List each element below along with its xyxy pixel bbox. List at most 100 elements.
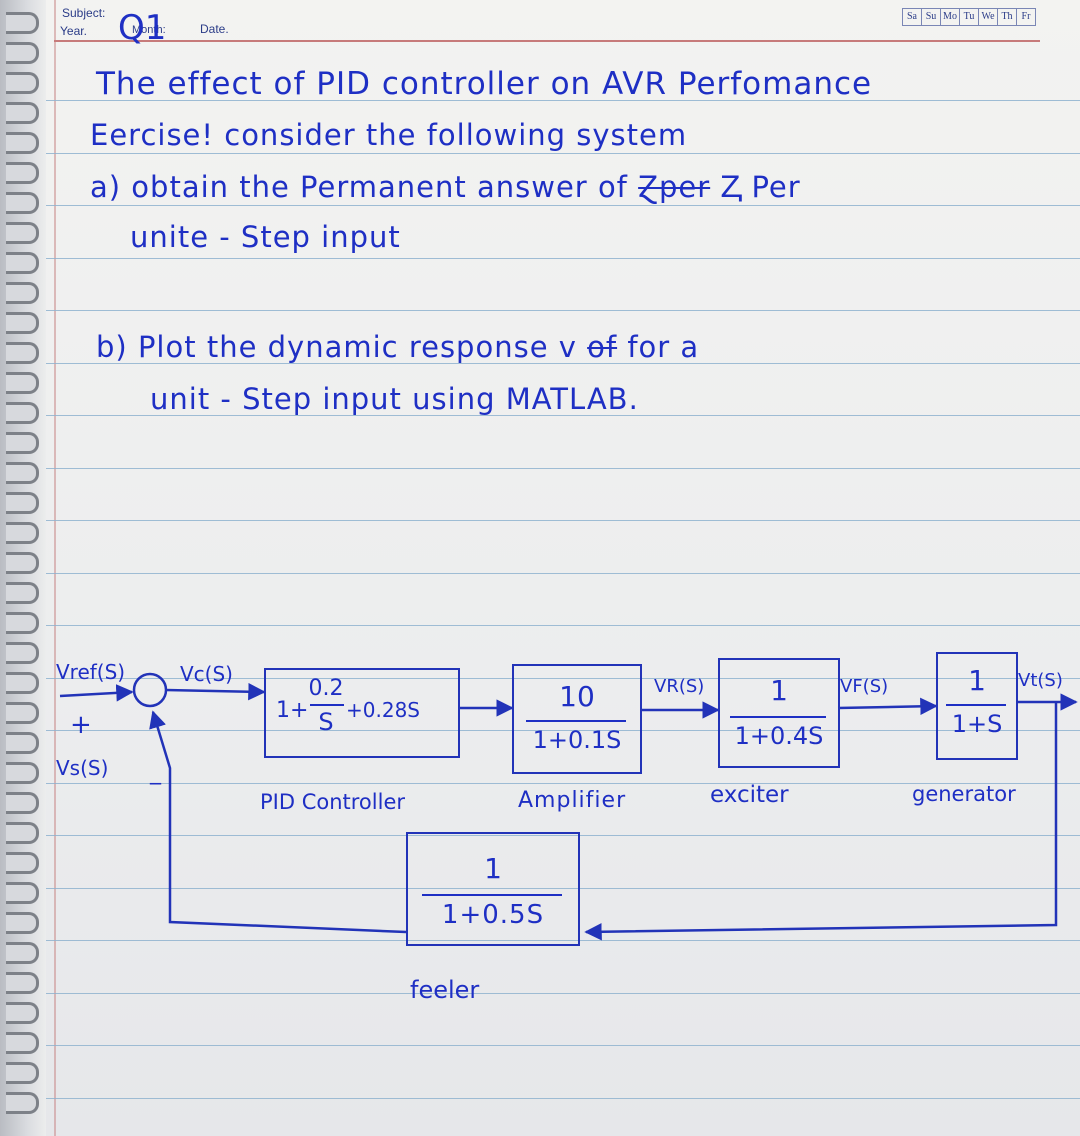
amp-num: 10	[559, 680, 595, 713]
fb-den: 1+0.5S	[441, 900, 545, 930]
spiral-ring	[6, 252, 39, 274]
vs-label: Vs(S)	[56, 756, 109, 780]
spiral-ring	[6, 312, 39, 334]
part-b-line-2: unit - Step input using MATLAB.	[150, 382, 639, 416]
ruled-line	[46, 415, 1080, 416]
spiral-ring	[6, 102, 39, 124]
part-a-text: a) obtain the Permanent answer of	[90, 170, 628, 204]
spiral-ring	[6, 762, 39, 784]
weekday-boxes: Sa Su Mo Tu We Th Fr	[902, 8, 1036, 26]
day-fr: Fr	[1021, 11, 1031, 22]
ruled-line	[46, 573, 1080, 574]
amplifier-label: Amplifier	[518, 788, 627, 813]
ruled-line	[46, 1045, 1080, 1046]
ruled-line	[46, 678, 1080, 679]
ruled-line	[46, 258, 1080, 259]
pid-block: 1+ 0.2 S +0.28S	[264, 668, 460, 758]
subject-label: Subject:	[62, 6, 106, 20]
ruled-line	[46, 520, 1080, 521]
title-line: The effect of PID controller on AVR Perf…	[96, 66, 873, 102]
ruled-line	[46, 888, 1080, 889]
part-b-struck: of	[587, 330, 618, 364]
amplifier-block: 10 1+0.1S	[512, 664, 642, 774]
ruled-line	[46, 310, 1080, 311]
spiral-ring	[6, 342, 39, 364]
ruled-line	[46, 783, 1080, 784]
exciter-label: exciter	[710, 782, 789, 808]
spiral-ring	[6, 1032, 39, 1054]
vr-label: VR(S)	[654, 676, 705, 697]
spiral-ring	[6, 552, 39, 574]
ruled-line	[46, 835, 1080, 836]
ruled-line	[46, 363, 1080, 364]
day-su: Su	[922, 9, 941, 25]
part-b-text: b) Plot the dynamic response v	[96, 330, 577, 364]
diagram-wires	[59, 672, 1078, 941]
summing-junction	[132, 672, 168, 708]
spiral-ring	[6, 582, 39, 604]
year-label: Year.	[60, 24, 87, 38]
month-label: Month:	[132, 24, 166, 36]
spiral-ring	[6, 402, 39, 424]
day-th: Th	[998, 9, 1017, 25]
day-tu: Tu	[960, 9, 979, 25]
spiral-ring	[6, 672, 39, 694]
feeler-label: feeler	[410, 976, 480, 1004]
gen-den: 1+S	[951, 710, 1003, 738]
spiral-ring	[6, 42, 39, 64]
pid-label: PID Controller	[260, 790, 406, 814]
exc-bar	[730, 716, 826, 718]
fb-bar	[422, 894, 562, 896]
part-b-text-2: for a	[627, 330, 700, 364]
ruled-line	[46, 1098, 1080, 1099]
amp-bar	[526, 720, 626, 722]
pid-frac-den: S	[318, 708, 334, 736]
spiral-ring	[6, 522, 39, 544]
part-a-var: Ⱬ Per	[720, 170, 801, 204]
spiral-ring	[6, 1002, 39, 1024]
part-a-line: a) obtain the Permanent answer of Ɀper Ⱬ…	[90, 170, 801, 204]
ruled-line	[46, 205, 1080, 206]
pid-term-a: 1+	[276, 698, 309, 723]
date-label: Date.	[200, 22, 229, 36]
block-diagram: Vref(S) + Vs(S) _ Vc(S) VR(S) VF(S) Vt(S…	[46, 640, 1080, 1020]
spiral-ring	[6, 942, 39, 964]
exercise-line: Eercise! consider the following system	[90, 118, 688, 152]
spiral-ring	[6, 372, 39, 394]
vt-label: Vt(S)	[1018, 670, 1063, 691]
question-number: Q1	[118, 8, 167, 48]
ruled-line	[46, 730, 1080, 731]
spiral-ring	[6, 882, 39, 904]
header-rule	[54, 40, 1040, 42]
spiral-ring	[6, 462, 39, 484]
part-b-line: b) Plot the dynamic response v of for a	[96, 330, 699, 364]
day-we: We	[979, 9, 998, 25]
spiral-ring	[6, 72, 39, 94]
exc-num: 1	[770, 674, 788, 707]
spiral-ring	[6, 432, 39, 454]
ruled-line	[46, 993, 1080, 994]
vref-label: Vref(S)	[56, 660, 126, 684]
spiral-ring	[6, 12, 39, 34]
ruled-line	[46, 153, 1080, 154]
pid-frac-bar	[310, 704, 344, 706]
spiral-ring	[6, 1092, 39, 1114]
pid-term-b: +0.28S	[346, 698, 420, 722]
spiral-ring	[6, 972, 39, 994]
day-sa: Sa	[903, 9, 922, 25]
pid-frac-num: 0.2	[308, 676, 344, 701]
part-a-struck: Ɀper	[638, 170, 711, 204]
plus-sign: +	[70, 710, 92, 740]
part-a-line-2: unite - Step input	[130, 220, 401, 254]
vc-label: Vc(S)	[180, 662, 233, 686]
fb-num: 1	[484, 852, 502, 885]
spiral-ring	[6, 222, 39, 244]
spiral-ring	[6, 492, 39, 514]
spiral-ring	[6, 1062, 39, 1084]
gen-bar	[946, 704, 1006, 706]
spiral-ring	[6, 642, 39, 664]
generator-block: 1 1+S	[936, 652, 1018, 760]
exc-den: 1+0.4S	[734, 722, 824, 750]
spiral-binding	[0, 0, 46, 1136]
